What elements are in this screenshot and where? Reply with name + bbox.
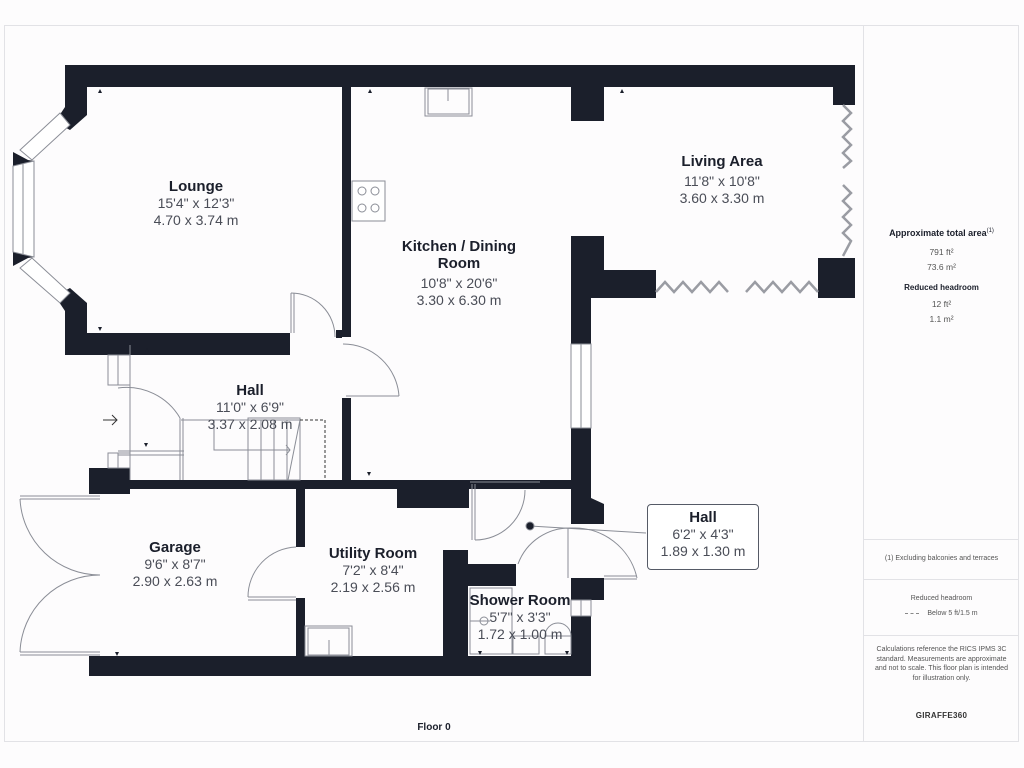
total-area-m: 73.6 m²: [927, 262, 956, 272]
reduced-headroom-ft: 12 ft²: [931, 299, 952, 309]
total-area-footnote-marker: (1): [986, 228, 994, 234]
total-area-ft: 791 ft²: [929, 247, 954, 257]
sidebar-divider-2: [864, 579, 1019, 580]
room-hall-small-callout: Hall 6'2" x 4'3" 1.89 x 1.30 m: [647, 504, 759, 570]
room-name-line2: Room: [437, 255, 481, 272]
sidebar-divider-1: [864, 539, 1019, 540]
room-garage: Garage 9'6" x 8'7" 2.90 x 2.63 m: [133, 539, 218, 590]
footnote: (1) Excluding balconies and terraces: [884, 555, 999, 562]
sidebar-divider: [863, 25, 864, 742]
room-name: Garage: [149, 539, 201, 556]
calculation-note: Calculations reference the RICS IPMS 3C …: [875, 646, 1008, 682]
walls: [13, 65, 855, 676]
room-name: Shower Room: [469, 592, 571, 609]
total-area-title: Approximate total area(1): [864, 228, 1019, 238]
room-dim-imperial: 11'0" x 6'9": [216, 399, 284, 415]
room-name: Utility Room: [328, 545, 418, 562]
page-frame: [4, 25, 1019, 742]
room-dim-metric: 4.70 x 3.74 m: [153, 212, 239, 228]
room-name: Living Area: [681, 153, 763, 170]
room-name-line1: Kitchen / Dining: [401, 238, 517, 255]
room-dim-metric: 1.72 x 1.00 m: [477, 626, 563, 642]
fixtures: [12, 87, 853, 657]
total-area-title-text: Approximate total area: [889, 228, 987, 238]
room-hall-main: Hall 11'0" x 6'9" 3.37 x 2.08 m: [208, 382, 293, 433]
room-name: Hall: [689, 509, 717, 526]
legend-title: Reduced headroom: [910, 595, 973, 602]
room-dim-metric: 3.30 x 6.30 m: [416, 292, 502, 308]
floor-plan: [12, 65, 855, 676]
room-dim-imperial: 15'4" x 12'3": [157, 195, 235, 211]
room-dim-metric: 1.89 x 1.30 m: [660, 543, 746, 559]
room-dim-metric: 3.60 x 3.30 m: [679, 190, 765, 206]
floor-label: Floor 0: [417, 722, 451, 733]
brand-logo: GIRAFFE360: [915, 711, 968, 720]
room-dim-imperial: 6'2" x 4'3": [672, 526, 734, 542]
room-kitchen-dining: Kitchen / Dining Room 10'8" x 20'6" 3.30…: [402, 238, 516, 309]
reduced-headroom-m: 1.1 m²: [929, 314, 954, 324]
room-dim-metric: 2.19 x 2.56 m: [330, 579, 416, 595]
legend-text: Below 5 ft/1.5 m: [927, 610, 978, 617]
room-shower: Shower Room 5'7" x 3'3" 1.72 x 1.00 m: [470, 592, 571, 643]
sidebar-divider-3: [864, 635, 1019, 636]
room-name: Lounge: [168, 178, 224, 195]
room-dim-imperial: 5'7" x 3'3": [489, 609, 551, 625]
room-dim-imperial: 7'2" x 8'4": [342, 562, 404, 578]
dashed-line-icon: [905, 612, 920, 614]
room-living-area: Living Area 11'8" x 10'8" 3.60 x 3.30 m: [680, 153, 765, 207]
room-dim-imperial: 11'8" x 10'8": [684, 173, 760, 189]
room-utility: Utility Room 7'2" x 8'4" 2.19 x 2.56 m: [329, 545, 417, 596]
room-lounge: Lounge 15'4" x 12'3" 4.70 x 3.74 m: [154, 178, 239, 229]
area-sidebar: Approximate total area(1) 791 ft² 73.6 m…: [864, 25, 1019, 742]
reduced-headroom-title: Reduced headroom: [904, 283, 979, 292]
room-dim-imperial: 9'6" x 8'7": [144, 556, 206, 572]
room-dim-imperial: 10'8" x 20'6": [420, 275, 498, 291]
dimension-markers: [98, 89, 624, 656]
room-dim-metric: 2.90 x 2.63 m: [132, 573, 218, 589]
room-dim-metric: 3.37 x 2.08 m: [207, 416, 293, 432]
room-name: Hall: [236, 382, 264, 399]
legend-row: Below 5 ft/1.5 m: [864, 610, 1019, 617]
